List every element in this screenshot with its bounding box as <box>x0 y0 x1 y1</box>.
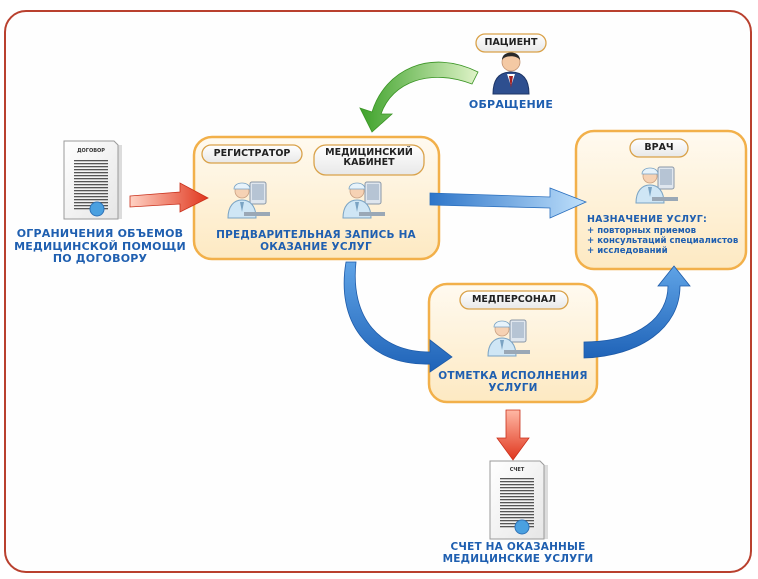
registration-caption: ПРЕДВАРИТЕЛЬНАЯ ЗАПИСЬ НА ОКАЗАНИЕ УСЛУГ <box>216 229 416 254</box>
invoice-document-icon <box>489 460 548 540</box>
tag-office-box <box>313 144 425 176</box>
green-arrow <box>359 61 479 133</box>
service-item: повторных приемов <box>587 226 738 237</box>
doctor-tag: ВРАЧ <box>644 142 674 153</box>
tag-staff-box <box>459 290 569 310</box>
blue-arrow-registration-to-staff <box>343 261 453 373</box>
patient-tag: ПАЦИЕНТ <box>484 37 538 48</box>
blue-arrow-staff-to-doctor <box>583 265 691 359</box>
contract-document-icon <box>63 140 122 220</box>
red-arrow-contract <box>129 182 209 213</box>
invoice-caption: СЧЕТ НА ОКАЗАННЫЕ МЕДИЦИНСКИЕ УСЛУГИ <box>442 541 594 566</box>
contract-doc-title: ДОГОВОР <box>77 148 105 154</box>
service-item: консультаций специалистов <box>587 236 738 247</box>
blue-arrow-doctor-to-registration <box>429 187 588 219</box>
registrar-tag: РЕГИСТРАТОР <box>213 148 291 159</box>
contract-caption: ОГРАНИЧЕНИЯ ОБЪЕМОВ МЕДИЦИНСКОЙ ПОМОЩИ П… <box>14 227 186 266</box>
tag-doctor-box <box>629 138 689 158</box>
doctor-caption: НАЗНАЧЕНИЕ УСЛУГ: <box>587 214 707 225</box>
staff-caption: ОТМЕТКА ИСПОЛНЕНИЯ УСЛУГИ <box>438 370 588 395</box>
doctor-services-list: повторных приемов консультаций специалис… <box>587 226 738 257</box>
patient-person-icon <box>492 52 530 95</box>
service-item: исследований <box>587 246 738 257</box>
medical-office-tag: МЕДИЦИНСКИЙ КАБИНЕТ <box>325 147 413 168</box>
tag-patient-box <box>475 33 547 53</box>
patient-caption: ОБРАЩЕНИЕ <box>468 98 554 111</box>
staff-tag: МЕДПЕРСОНАЛ <box>471 294 557 305</box>
red-arrow-invoice <box>496 409 530 461</box>
tag-registrar-box <box>201 144 303 164</box>
invoice-doc-title: СЧЕТ <box>509 467 525 473</box>
